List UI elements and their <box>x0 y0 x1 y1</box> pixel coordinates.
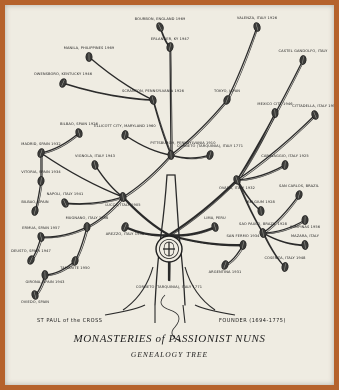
node-label-sancarlos: SAN CARLOS, BRAZIL <box>279 184 319 188</box>
poster-subtitle: GENEALOGY TREE <box>5 350 334 359</box>
branch-edge-vignola <box>96 166 125 198</box>
node-label-cittadella: CITTADELLA, ITALY 1958 <box>292 104 334 108</box>
node-label-belgium: BELGIUM 1928 <box>247 200 275 204</box>
node-label-campinas: CAMPINAS 1956 <box>290 225 320 229</box>
branch-madrid <box>41 153 123 197</box>
node-label-saopaulo: SAO PAULO, BRAZIL 1928 <box>239 222 287 226</box>
node-label-mexico: MEXICO CITY 1946 <box>257 102 292 106</box>
node-label-sanfermo: SAN FERMO 1934 <box>226 234 259 238</box>
node-label-lucca: LUCCA, ITALY 1905 <box>105 203 140 207</box>
branch-edge-scranton <box>154 101 173 156</box>
node-label-oviedo: OVIEDO, SPAIN <box>21 300 49 304</box>
node-label-root: CORNETO (TARQUINIA), ITALY 1771 <box>136 285 202 289</box>
node-label-vitoria: VITORIA, SPAIN 1934 <box>21 170 60 174</box>
founder-note: FOUNDER (1694-1775) <box>219 318 286 324</box>
crest-seal <box>156 236 182 262</box>
node-label-scranton: SCRANTON, PENNSYLVANIA 1926 <box>122 89 184 93</box>
node-label-napoli: NAPOLI, ITALY 1941 <box>47 192 84 196</box>
node-label-mugnano: MUGNANO, ITALY 1936 <box>66 216 109 220</box>
node-label-ermua: ERMUA, SPAIN 1957 <box>22 226 60 230</box>
branch-erlanger <box>170 47 171 155</box>
node-label-lima: LIMA, PERU <box>204 216 225 220</box>
node-label-madrid: MADRID, SPAIN 1932 <box>21 142 60 146</box>
saint-paul-note: ST PAUL of the CROSS <box>37 318 102 324</box>
node-label-castel: CASTEL GANDOLFO, ITALY <box>279 49 328 53</box>
node-label-ellicott: ELLICOTT CITY, MARYLAND 1960 <box>94 124 156 128</box>
node-label-deusto: DEUSTO, SPAIN 1947 <box>11 249 51 253</box>
node-label-argentina: ARGENTINA 1931 <box>209 270 242 274</box>
node-label-owensboro: OWENSBORO, KENTUCKY 1946 <box>34 72 92 76</box>
branch-tamarite <box>75 227 87 261</box>
poster-title: MONASTERIES of PASSIONIST NUNS <box>5 333 334 345</box>
node-label-tamarite: TAMARITE 1950 <box>60 266 90 270</box>
node-label-corneto: CORNETO (TARQUINIA), ITALY 1771 <box>177 144 243 148</box>
node-label-bilbao2: BILBAO, SPAIN <box>21 200 48 204</box>
node-label-manila: MANILA, PHILIPPINES 1969 <box>64 46 114 50</box>
node-label-mazara: MAZARA, ITALY <box>291 234 319 238</box>
node-label-girona: GIRONA, SPAIN 1943 <box>25 280 64 284</box>
branch-vignola <box>95 165 123 197</box>
node-label-caravaggio: CARAVAGGIO, ITALY 1925 <box>261 154 309 158</box>
node-label-valenza: VALENZA, ITALY 1926 <box>237 16 277 20</box>
node-label-bourbon: BOURBON, ENGLAND 1969 <box>135 17 186 21</box>
node-label-ovada: OVADA, ITALY 1932 <box>219 186 255 190</box>
node-label-vignola: VIGNOLA, ITALY 1943 <box>75 154 115 158</box>
node-label-tokyo: TOKYO, JAPAN <box>214 89 240 93</box>
branch-edge-manila <box>90 58 155 101</box>
branch-castel <box>237 60 303 180</box>
genealogy-poster: BOURBON, ENGLAND 1969ERLANGER, KY 1947MA… <box>5 5 334 385</box>
node-label-cosenza: COSENZA, ITALY 1948 <box>264 256 305 260</box>
branch-pittsburgh <box>123 155 171 197</box>
node-label-arezzo: AREZZO, ITALY 1938 <box>106 232 145 236</box>
node-label-erlanger: ERLANGER, KY 1947 <box>151 37 189 41</box>
node-label-bilbao: BILBAO, SPAIN 1926 <box>60 122 98 126</box>
